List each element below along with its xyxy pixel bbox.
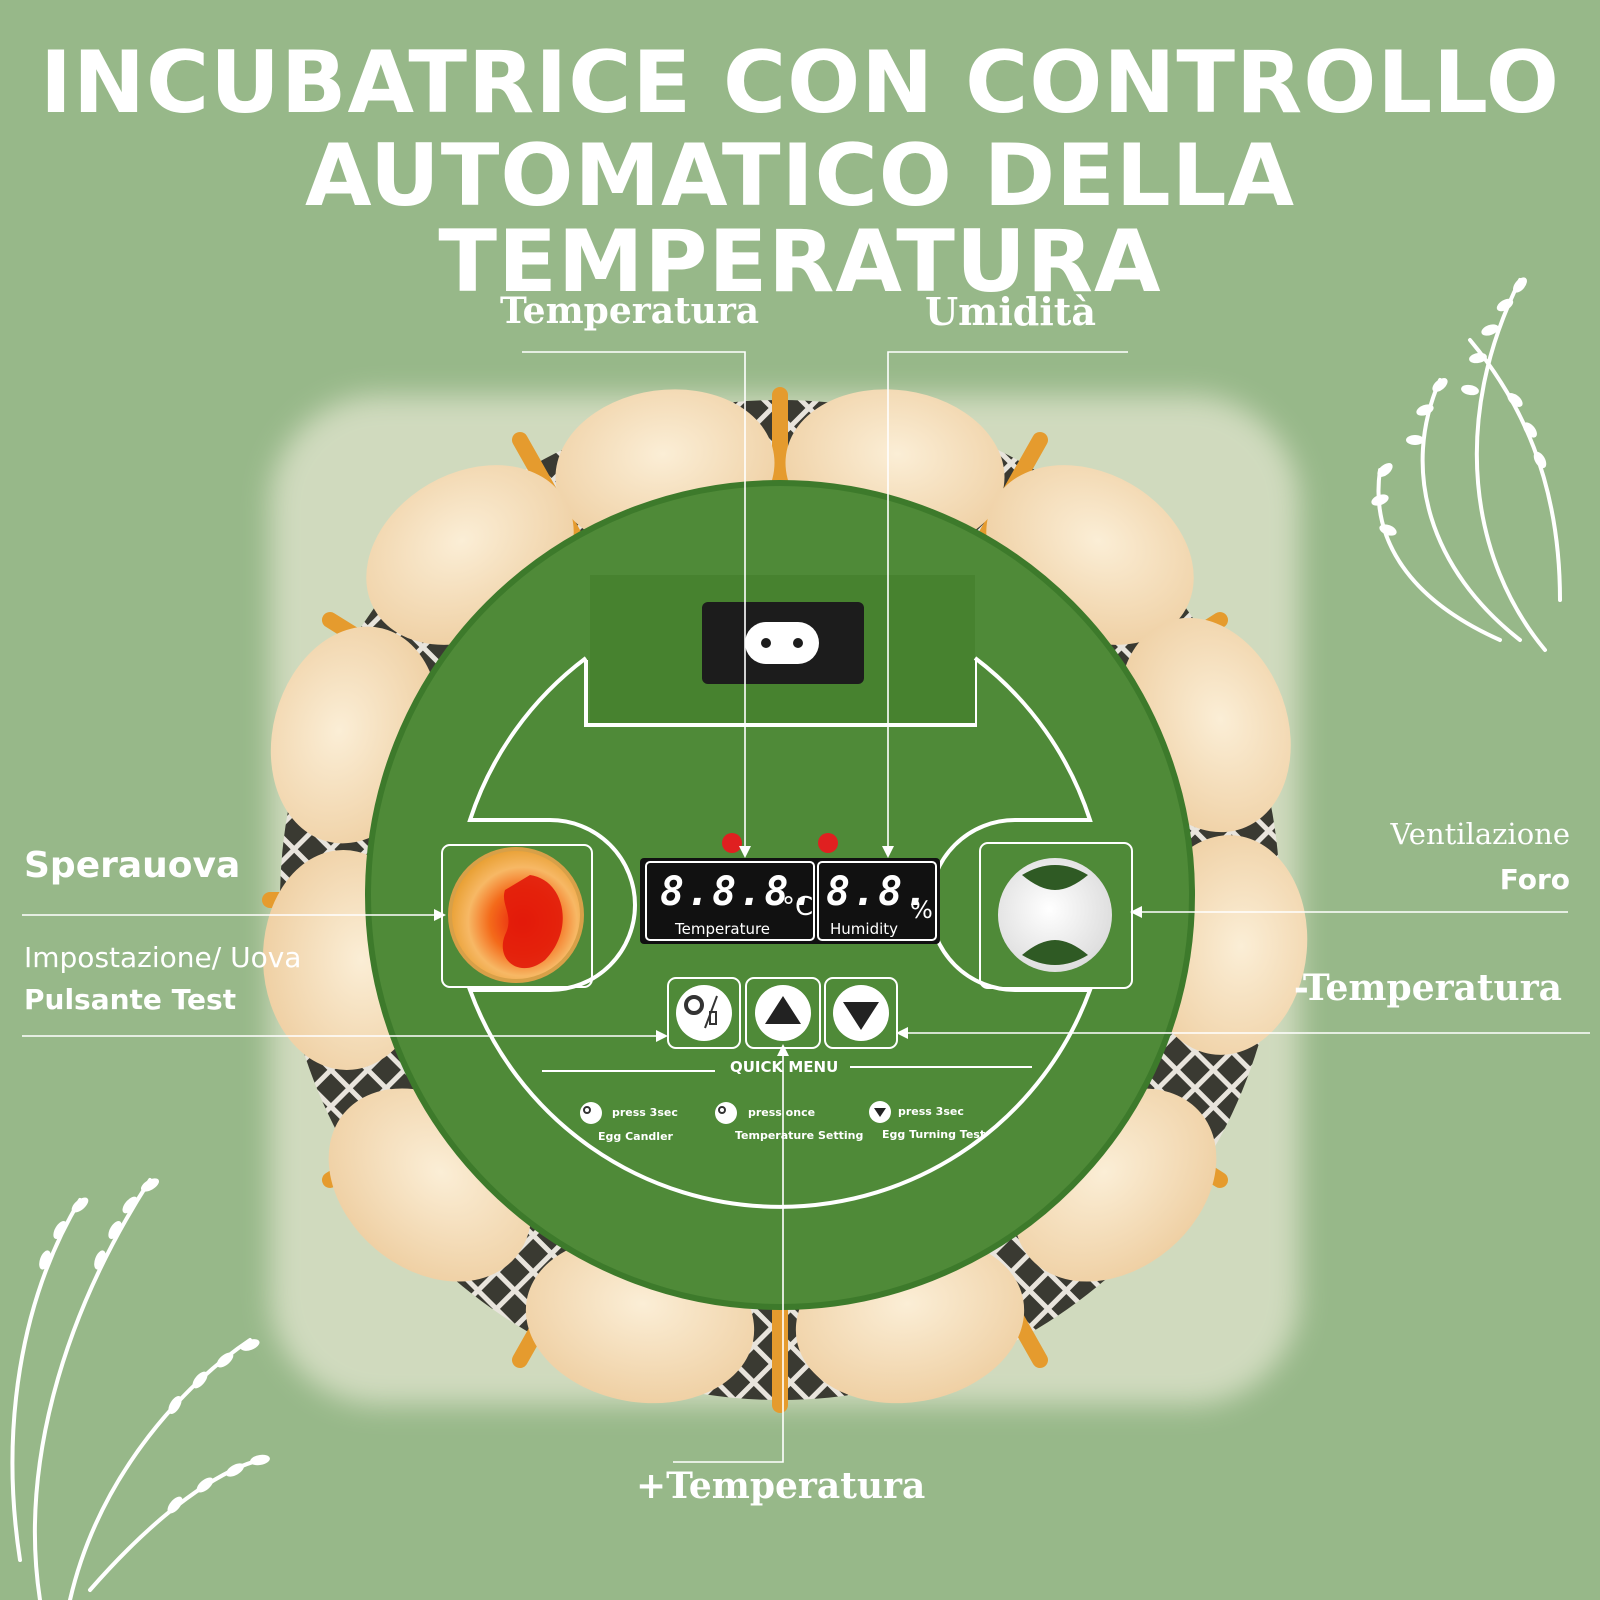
temperature-unit: °C — [782, 892, 814, 922]
gear-icon — [583, 1106, 591, 1114]
callout-settings: Impostazione/ Uova — [24, 941, 302, 974]
callout-ventilation: Ventilazione — [1390, 817, 1570, 851]
rice-sprig-top-right — [1376, 278, 1562, 652]
temperature-readout: 8.8.8. — [660, 869, 817, 915]
menu-item-caption: Egg Candler — [598, 1130, 673, 1143]
flashlight-icon — [709, 1011, 717, 1025]
callout-minus-temperature: -Temperatura — [1293, 967, 1562, 1009]
quick-menu-heading: QUICK MENU — [730, 1058, 839, 1076]
settings-candler-button[interactable] — [676, 985, 732, 1041]
ventilation-hole[interactable] — [998, 858, 1112, 972]
down-button-frame — [824, 977, 898, 1049]
callout-egg-candler: Sperauova — [24, 845, 241, 886]
vent-slot — [1022, 940, 1088, 965]
menu-item-caption: Temperature Setting — [735, 1129, 864, 1142]
headline-line-1: INCUBATRICE CON CONTROLLO — [39, 33, 1560, 133]
panel-outline — [467, 656, 1093, 1209]
down-arrow-glyph — [874, 1108, 886, 1117]
settings-button-frame — [667, 977, 741, 1049]
callout-temperature: Temperatura — [500, 290, 760, 332]
control-unit-rim — [365, 480, 1195, 1310]
socket-pin — [761, 638, 771, 648]
callout-arrowheads — [434, 846, 1142, 1056]
callout-hole: Foro — [1499, 863, 1570, 896]
humidity-unit: % — [910, 896, 933, 924]
down-arrow-icon — [843, 1002, 879, 1030]
menu-item-caption: Egg Turning Test — [882, 1128, 986, 1141]
humidity-display-frame — [817, 861, 937, 941]
gear-icon — [718, 1106, 726, 1114]
rice-grains-bottom-left — [39, 1178, 270, 1514]
gear-icon — [684, 995, 704, 1015]
vent-frame — [979, 842, 1133, 989]
gear-candler-icon — [580, 1102, 602, 1124]
gear-candler-icon — [715, 1102, 737, 1124]
humidity-caption: Humidity — [830, 920, 899, 938]
callout-test-button: Pulsante Test — [24, 983, 237, 1016]
callout-humidity: Umidità — [925, 289, 1096, 334]
socket-pin — [793, 638, 803, 648]
temperature-led — [722, 833, 742, 853]
menu-item-press: press 3sec — [612, 1106, 678, 1119]
headline-line-2: AUTOMATICO DELLA TEMPERATURA — [304, 126, 1296, 312]
temperature-caption: Temperature — [675, 920, 771, 938]
power-socket-insert — [745, 622, 819, 664]
callout-lines — [22, 351, 1590, 1463]
embryo-shape — [502, 875, 563, 969]
menu-item-press: press once — [748, 1106, 816, 1119]
temperature-display-frame — [645, 861, 815, 941]
up-arrow-icon — [765, 996, 801, 1024]
humidity-readout: 8.8. — [826, 869, 931, 915]
vent-slot — [1022, 865, 1088, 890]
display-housing — [640, 858, 940, 944]
humidity-led — [818, 833, 838, 853]
menu-item-press: press 3sec — [898, 1105, 964, 1118]
rice-grains-top-right — [1371, 277, 1547, 536]
rice-sprig-bottom-left — [10, 1178, 262, 1600]
callout-plus-temperature: +Temperatura — [636, 1465, 926, 1507]
